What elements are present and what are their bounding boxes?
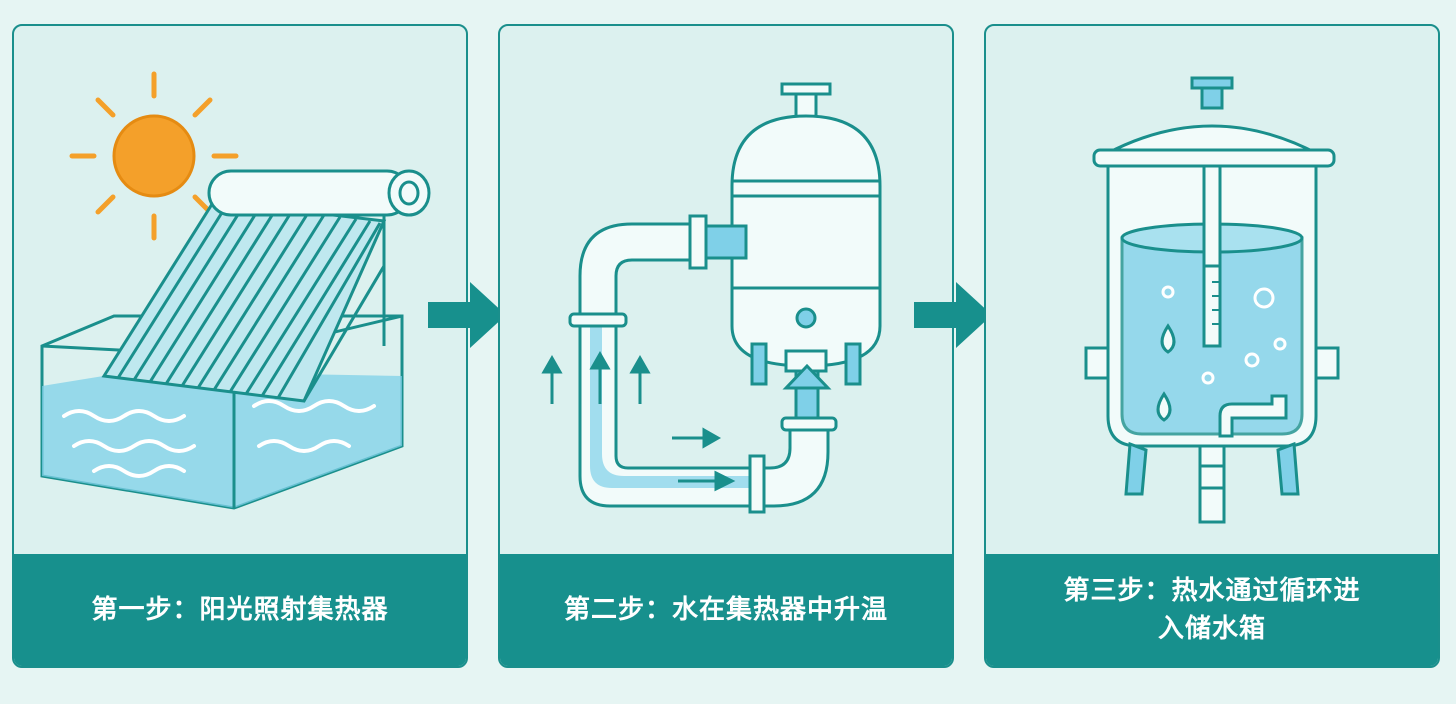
step-3-caption-bar: 第三步：热水通过循环进入储水箱 — [986, 554, 1438, 666]
step-3-caption: 第三步：热水通过循环进入储水箱 — [1063, 576, 1361, 644]
pressure-tank — [730, 82, 882, 443]
step-1-card: 第一步：阳光照射集热器 — [12, 24, 468, 668]
collector-panel — [101, 169, 431, 403]
solar-collector-icon — [40, 71, 431, 510]
step-2-caption-bar: 第二步：水在集热器中升温 — [500, 554, 952, 666]
arrow-right-icon — [914, 282, 992, 348]
step-3-card: 第三步：热水通过循环进入储水箱 — [984, 24, 1440, 668]
arrow-right-icon — [428, 282, 506, 348]
step-1-caption-bar: 第一步：阳光照射集热器 — [14, 554, 466, 666]
storage-tank-icon — [1084, 76, 1340, 524]
step-2-card: 第二步：水在集热器中升温 — [498, 24, 954, 668]
step-1-caption: 第一步：阳光照射集热器 — [91, 595, 389, 625]
circulation-pipe — [568, 214, 838, 514]
flow-arrows — [541, 350, 736, 492]
storage-tank — [1084, 76, 1340, 524]
sun-icon — [69, 71, 239, 241]
heating-tank-pipe-icon — [541, 82, 882, 514]
step-2-caption: 第二步：水在集热器中升温 — [563, 595, 888, 625]
